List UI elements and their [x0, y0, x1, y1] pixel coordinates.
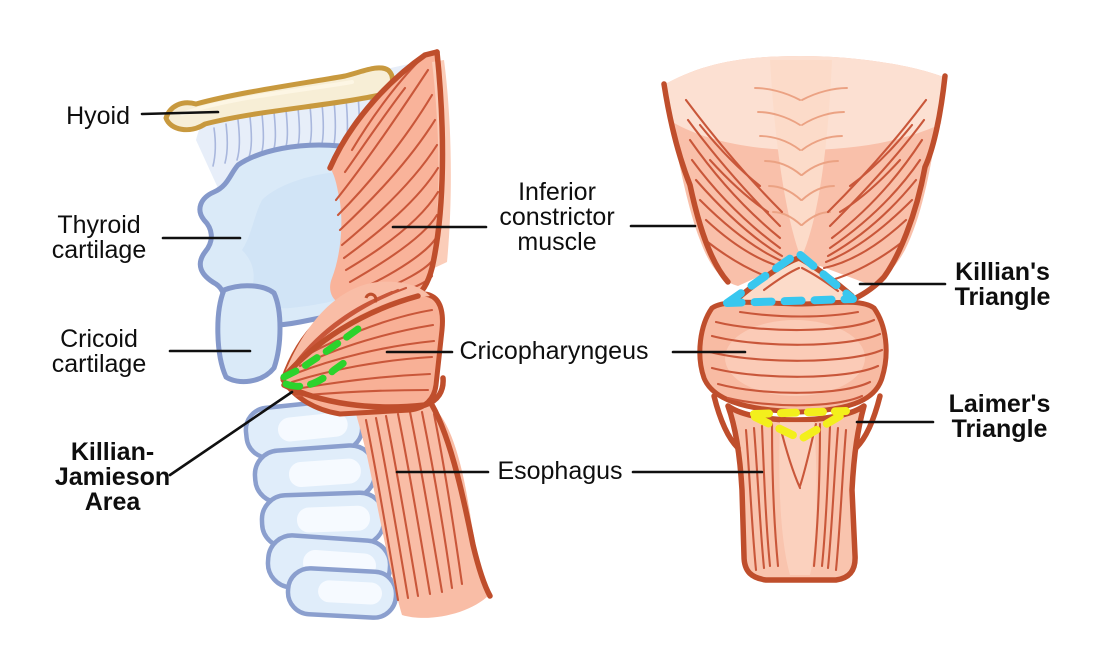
- cricopharyngeus-lateral-shape: [280, 281, 446, 417]
- hyoid-bone-shape: [163, 65, 395, 133]
- esophagus-lateral-shape: [352, 400, 493, 618]
- inferior-constrictor-lateral-shape: [327, 49, 451, 304]
- leader-lines: [140, 110, 947, 477]
- trachea-rings-shape: [243, 398, 399, 620]
- label-laimers-triangle: Laimer's Triangle: [948, 390, 1051, 443]
- cricoid-cartilage-shape: [215, 283, 283, 385]
- label-killian-jamieson-area: Killian-Jamieson Area: [54, 438, 171, 516]
- lateral-view-illustration: [163, 49, 493, 620]
- laimers-triangle-marker: [750, 407, 850, 443]
- label-cricoid-cartilage: Cricoid cartilage: [51, 325, 147, 378]
- posterior-view-illustration: [661, 56, 948, 583]
- label-killians-triangle: Killian's Triangle: [954, 258, 1051, 311]
- label-hyoid: Hyoid: [66, 102, 130, 130]
- label-inferior-constrictor-muscle: Inferior constrictor muscle: [499, 178, 615, 256]
- esophagus-posterior-shape: [711, 393, 883, 583]
- label-cricopharyngeus: Cricopharyngeus: [459, 337, 649, 365]
- label-esophagus: Esophagus: [497, 457, 623, 485]
- killians-triangle-marker: [723, 249, 857, 307]
- killian-jamieson-area-marker: [280, 325, 362, 390]
- label-thyroid-cartilage: Thyroid cartilage: [51, 211, 147, 264]
- cricopharyngeus-posterior-shape: [697, 299, 889, 415]
- leader-hyoid: [140, 110, 220, 116]
- inferior-constrictor-posterior-shape: [661, 56, 948, 302]
- leader-killian-jamieson: [168, 390, 294, 477]
